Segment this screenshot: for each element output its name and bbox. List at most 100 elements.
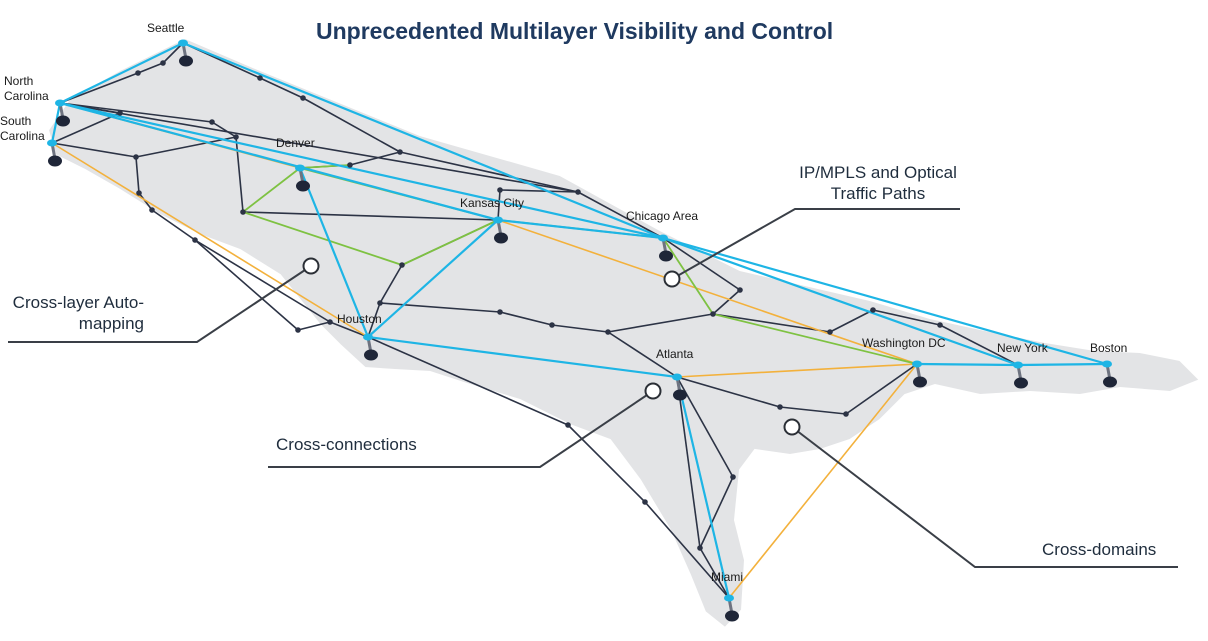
dark-link-a31-dc (845, 363, 918, 415)
relay-node (160, 60, 166, 66)
dark-link-a14-a15 (194, 239, 299, 331)
relay-node (737, 287, 743, 293)
city-label: Washington DC (862, 336, 946, 350)
blue-link-atlanta-miami (675, 376, 731, 599)
relay-node (397, 149, 403, 155)
city-label: Kansas City (460, 196, 524, 210)
callout-cross-layer: Cross-layer Auto-mapping (12, 293, 144, 333)
callout-cross-domains: Cross-domains (1042, 540, 1157, 559)
relay-node (497, 309, 503, 315)
city-label: Atlanta (656, 347, 694, 361)
dark-link-nc-a8 (59, 102, 213, 123)
dark-link-a9-a12 (302, 97, 401, 153)
dark-link-a34-houston (329, 321, 369, 338)
blue-link-seattle-chicago (182, 41, 664, 240)
relay-node (295, 327, 301, 333)
dark-link-a18-a19 (499, 311, 553, 326)
blue-link-nc-chicago (59, 101, 664, 240)
blue-link-dc-ny (916, 362, 1019, 367)
relay-node (710, 311, 716, 317)
dark-link-a6-a14 (151, 209, 196, 241)
relay-node (843, 411, 849, 417)
dark-link-atlanta-a30 (676, 376, 781, 408)
blue-link-nc-kc (59, 101, 499, 222)
blue-link-nc-sc (50, 102, 62, 144)
orange-link-dc-miami (728, 363, 918, 599)
relay-node (870, 307, 876, 313)
page-title: Unprecedented Multilayer Visibility and … (316, 18, 834, 44)
relay-node (209, 119, 215, 125)
relay-node (347, 162, 353, 168)
dark-link-a23-a25 (712, 313, 831, 333)
dark-link-a32-a33 (699, 476, 734, 549)
dark-link-a28-a29 (567, 424, 646, 503)
blue-link-ny-boston (1017, 362, 1108, 367)
dark-link-a22-kc (497, 189, 501, 221)
city-label: Houston (337, 312, 382, 326)
city-tower-denver (295, 164, 310, 192)
relay-node (240, 209, 246, 215)
dark-link-a24-a23 (712, 289, 741, 315)
dark-link-a13-kc (242, 211, 499, 221)
callout-line-cross-layer (8, 265, 312, 343)
dark-link-houston-a28 (367, 336, 569, 426)
blue-link-denver-houston (298, 167, 370, 338)
blue-link-houston-kc (367, 219, 499, 338)
relay-node (777, 404, 783, 410)
city-tower-sc (47, 139, 62, 167)
dark-link-a21-chicago (577, 191, 664, 239)
relay-node (133, 154, 139, 160)
blue-link-seattle-nc (59, 42, 184, 104)
relay-node (377, 300, 383, 306)
dark-link-a30-a31 (779, 406, 847, 415)
city-tower-miami (724, 594, 739, 622)
relay-node (575, 189, 581, 195)
dark-link-a20-atlanta (607, 331, 678, 378)
relay-node (135, 70, 141, 76)
dark-link-a33-miami (699, 547, 730, 599)
dark-link-houston-a16 (367, 302, 381, 338)
callout-line-cross-connections (268, 390, 654, 468)
relay-node (192, 237, 198, 243)
blue-link-kc-chicago (497, 218, 664, 240)
dark-link-a21-a22 (499, 189, 579, 193)
dark-link-a12-a11 (349, 151, 401, 166)
dark-link-a5-a6 (138, 192, 153, 211)
dark-link-a14-a34 (194, 239, 331, 323)
relay-node (827, 329, 833, 335)
dark-link-a4-sc (51, 142, 137, 158)
relay-node (233, 134, 239, 140)
callout-cross-connections: Cross-connections (276, 435, 417, 454)
dark-link-a29-miami (644, 501, 730, 599)
dark-link-a26-a27 (872, 309, 941, 326)
dark-link-a19-a20 (551, 324, 609, 333)
city-tower-nc (55, 99, 70, 127)
callout-marker-cross-layer (302, 257, 320, 275)
green-link-a17-kc (401, 219, 499, 266)
dark-link-seattle-a2 (162, 42, 184, 64)
relay-node (300, 95, 306, 101)
relay-node (136, 190, 142, 196)
relay-node (399, 262, 405, 268)
city-tower-dc (912, 360, 927, 388)
city-tower-houston (363, 333, 378, 361)
city-tower-seattle (178, 39, 193, 67)
dark-link-a10-a9 (259, 77, 304, 99)
dark-link-a4-a5 (135, 156, 140, 194)
green-link-denver-a13 (242, 167, 301, 213)
city-tower-boston (1102, 360, 1117, 388)
orange-link-atlanta-dc (676, 363, 918, 378)
dark-link-a16-a17 (379, 264, 403, 304)
relay-node (149, 207, 155, 213)
dark-link-a3-sc (51, 112, 121, 144)
callout-ip-mpls: IP/MPLS and Optical Traffic Paths (799, 163, 957, 203)
blue-link-chicago-boston (662, 236, 1108, 366)
relay-node (327, 319, 333, 325)
callout-line-cross-domains (791, 426, 1178, 568)
relay-node (549, 322, 555, 328)
callout-line-ip-mpls (671, 208, 960, 280)
city-label: Boston (1090, 341, 1127, 355)
dark-link-a15-a34 (297, 321, 331, 331)
